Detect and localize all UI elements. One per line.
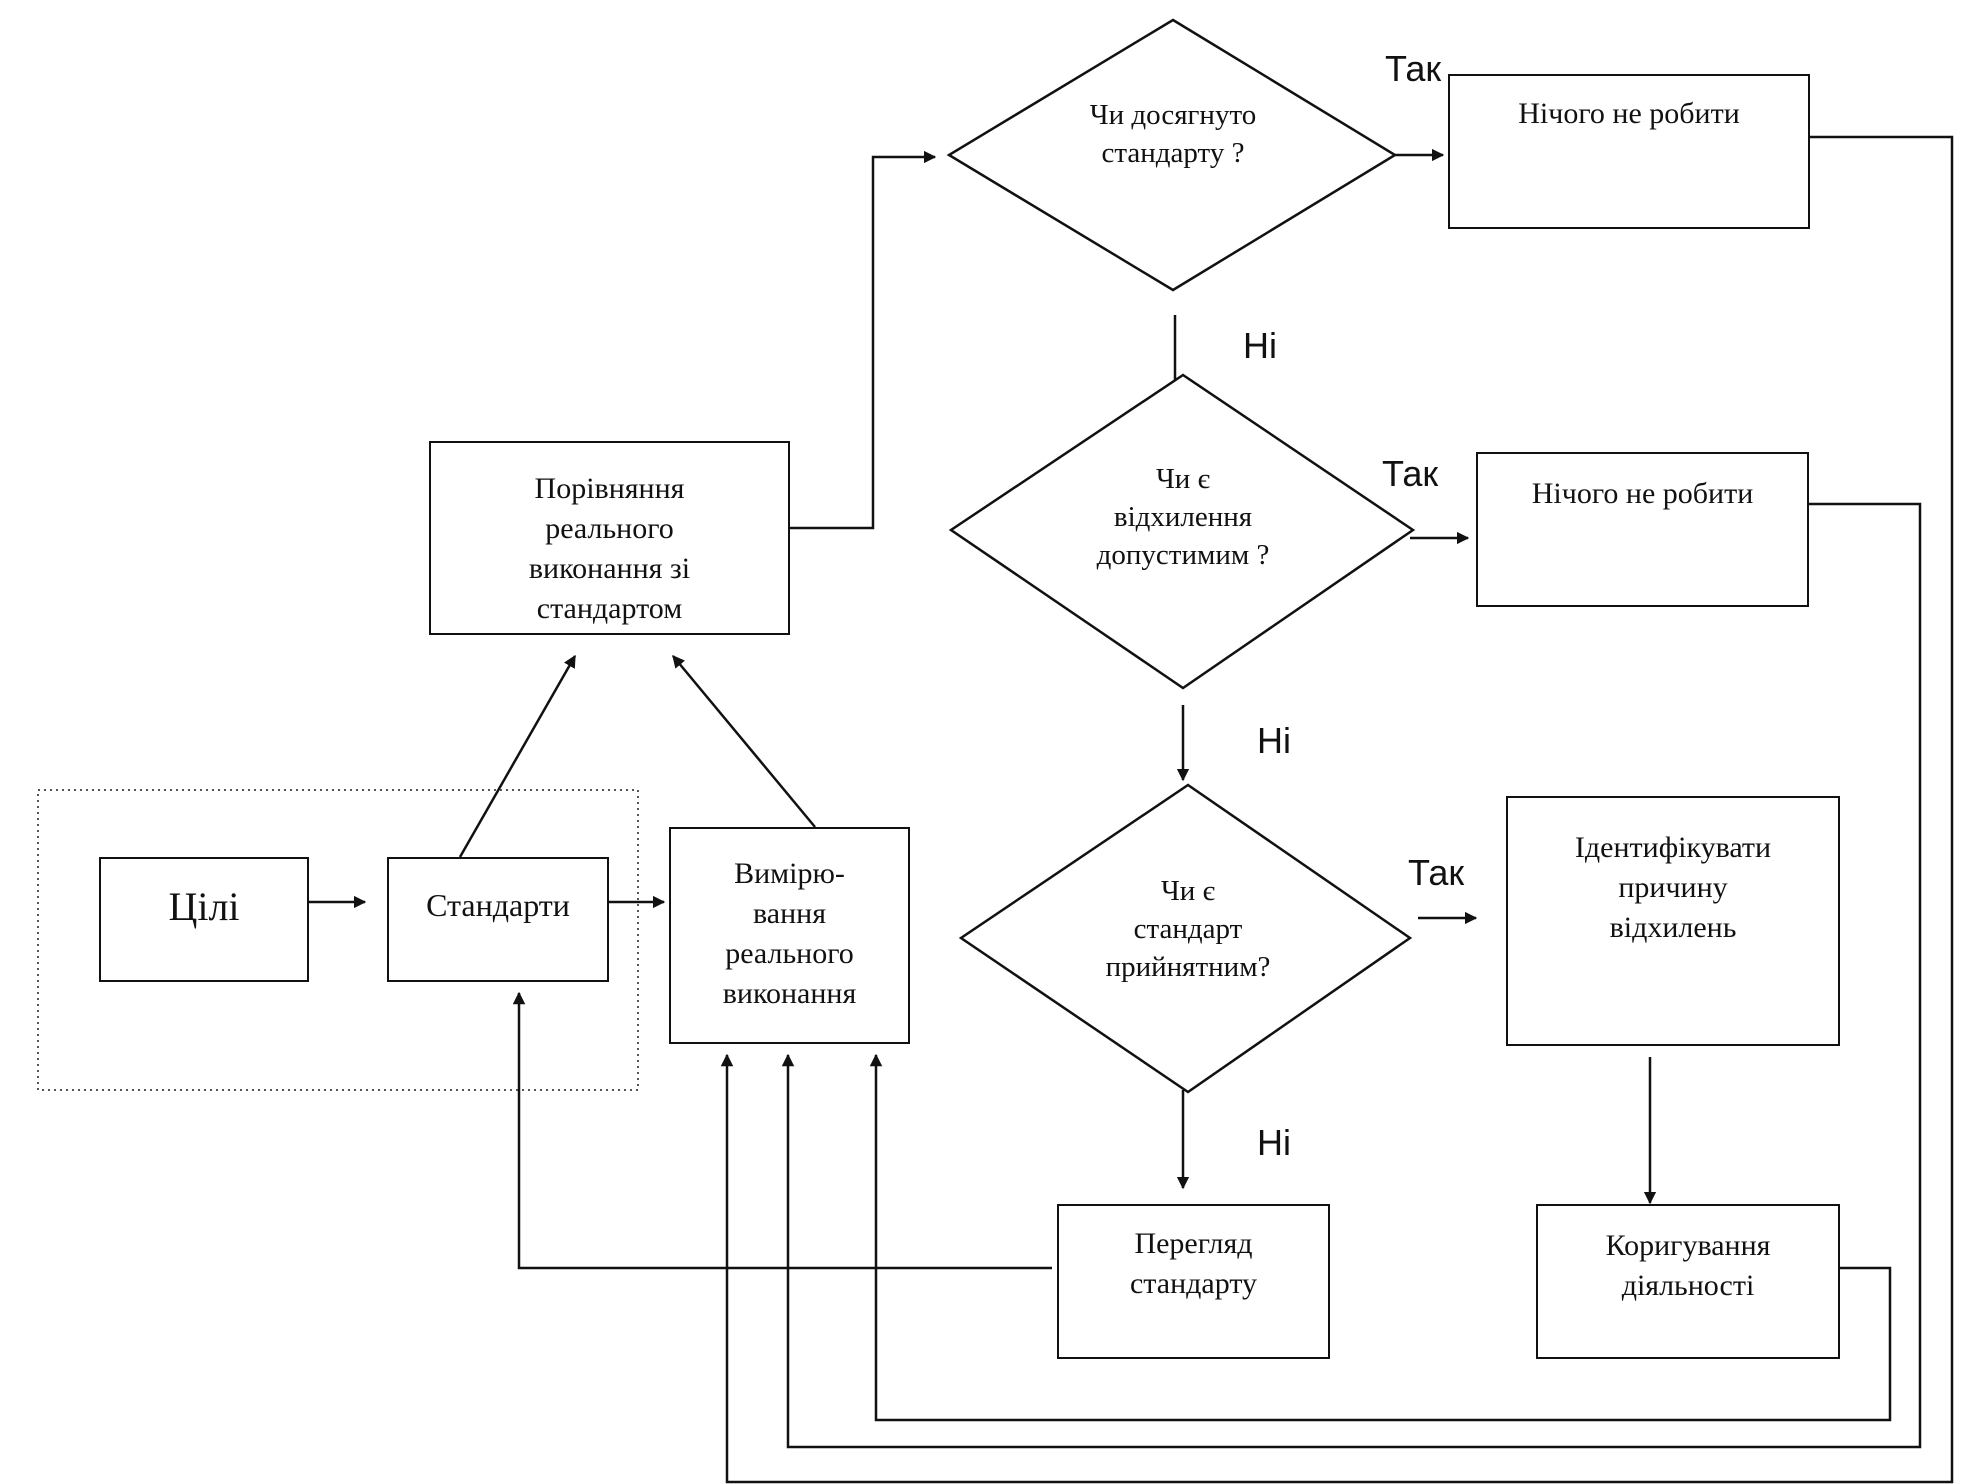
review-standard-box: Перегляд стандарту xyxy=(1057,1204,1330,1359)
decision1-diamond xyxy=(946,18,1398,292)
measure-label: Вимірю- вання реального виконання xyxy=(722,857,857,1010)
yes-label-3: Так xyxy=(1408,852,1465,893)
nothing-box-1: Нічого не робити xyxy=(1448,74,1810,229)
correct-activity-label: Коригування діяльності xyxy=(1605,1229,1771,1302)
goals-standards-group-border xyxy=(37,789,639,1091)
standards-label: Стандарти xyxy=(426,887,570,923)
correct-activity-box: Коригування діяльності xyxy=(1536,1204,1840,1359)
standards-box: Стандарти xyxy=(387,857,609,982)
compare-box: Порівняння реального виконання зі станда… xyxy=(429,441,790,635)
arrow-review-to-standards xyxy=(512,991,1052,1270)
compare-label: Порівняння реального виконання зі станда… xyxy=(528,472,691,625)
identify-cause-box: Ідентифікувати причину відхилень xyxy=(1506,796,1840,1046)
arrow-compare-to-decision1 xyxy=(785,150,937,530)
yes-label-2: Так xyxy=(1382,453,1439,494)
yes-label-1: Так xyxy=(1385,48,1442,89)
decision2-text: Чи є відхилення допустимим ? xyxy=(1096,463,1270,571)
goals-label: Цілі xyxy=(168,884,240,929)
no-label-3: Ні xyxy=(1257,1122,1291,1163)
decision2-diamond xyxy=(948,373,1416,690)
no-label-2: Ні xyxy=(1257,720,1291,761)
arrow-standards-to-compare xyxy=(458,654,577,858)
measure-box: Вимірю- вання реального виконання xyxy=(669,827,910,1044)
nothing-label-1: Нічого не робити xyxy=(1518,97,1740,130)
arrow-nothing2-feedback xyxy=(781,502,1922,1449)
no-label-1: Ні xyxy=(1243,325,1277,366)
decision3-text: Чи є стандарт прийнятним? xyxy=(1105,875,1271,983)
decision1-text: Чи досягнуто стандарту ? xyxy=(1089,99,1257,169)
decision3-diamond xyxy=(958,783,1413,1094)
arrow-nothing1-feedback xyxy=(720,135,1954,1484)
review-standard-label: Перегляд стандарту xyxy=(1129,1227,1258,1300)
identify-cause-label: Ідентифікувати причину відхилень xyxy=(1574,831,1772,944)
goals-box: Цілі xyxy=(99,857,309,982)
arrow-measure-to-compare xyxy=(672,655,816,828)
nothing-box-2: Нічого не робити xyxy=(1476,452,1809,607)
arrow-correct-feedback xyxy=(869,1053,1892,1422)
nothing-label-2: Нічого не робити xyxy=(1531,477,1754,510)
